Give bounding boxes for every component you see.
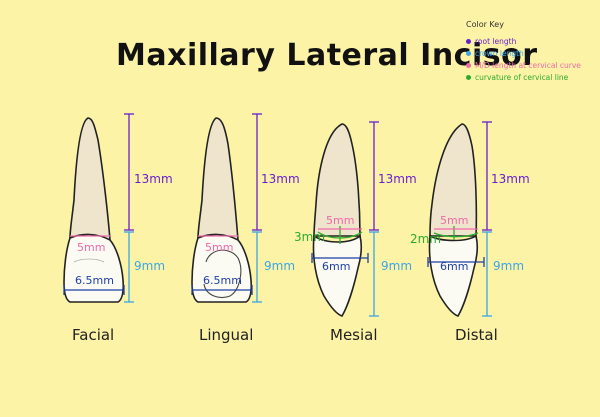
facial-crown [63,233,125,303]
mesial-view-label: Mesial [330,326,378,344]
distal-crown [428,234,479,317]
mesial-width-label: 6mm [322,260,350,273]
key-item-cervical-curvature: curvature of cervical line [466,71,600,83]
lingual-cingulum [203,249,242,299]
distal-view: 13mm 9mm 5mm 2mm 6mm Distal [410,121,530,344]
mesial-root [313,123,361,237]
lingual-view-label: Lingual [199,326,253,344]
mesial-crown-length-label: 9mm [381,259,412,273]
lingual-root [197,117,239,241]
mesial-crown [312,234,363,317]
key-item-root-length: root length [466,35,600,47]
key-item-md-length: M/D length at cervical curve [466,59,600,71]
facial-cervical-length-label: 5mm [77,241,105,254]
lingual-cervical-length-label: 5mm [205,241,233,254]
distal-view-label: Distal [455,326,498,344]
distal-curvature-label: 2mm [410,232,441,246]
lingual-width-label: 6.5mm [203,274,242,287]
facial-view: 13mm 9mm 5mm 6.5mm Facial [63,113,173,344]
key-item-crown-length: crown length [466,47,600,59]
key-label: curvature of cervical line [475,72,569,82]
mesial-view: 13mm 9mm 5mm 3mm 6mm Mesial [294,121,417,344]
mesial-root-length-label: 13mm [378,172,417,186]
root-length-dot-icon [466,38,471,44]
facial-view-label: Facial [72,326,114,344]
key-label: M/D length at cervical curve [475,60,581,70]
mesial-cervical-length-label: 5mm [326,214,354,227]
facial-root [69,117,111,241]
distal-root-length-label: 13mm [491,172,530,186]
color-key-title: Color Key [466,20,504,29]
distal-width-label: 6mm [440,260,468,273]
lingual-crown-length-label: 9mm [264,259,295,273]
md-length-dot-icon [466,62,471,68]
distal-cervical-length-label: 5mm [440,214,468,227]
distal-root [429,123,478,237]
lingual-root-length-label: 13mm [261,172,300,186]
distal-crown-length-label: 9mm [493,259,524,273]
cervical-curvature-dot-icon [466,74,471,80]
facial-width-label: 6.5mm [75,274,114,287]
facial-root-length-label: 13mm [134,172,173,186]
crown-length-dot-icon [466,50,471,56]
key-label: crown length [475,48,524,58]
key-label: root length [475,36,517,46]
color-key: Color Key root length crown length M/D l… [466,20,600,83]
lingual-crown [191,233,253,303]
lingual-view: 13mm 9mm 5mm 6.5mm Lingual [191,113,300,344]
facial-crown-length-label: 9mm [134,259,165,273]
mesial-curvature-label: 3mm [294,230,325,244]
